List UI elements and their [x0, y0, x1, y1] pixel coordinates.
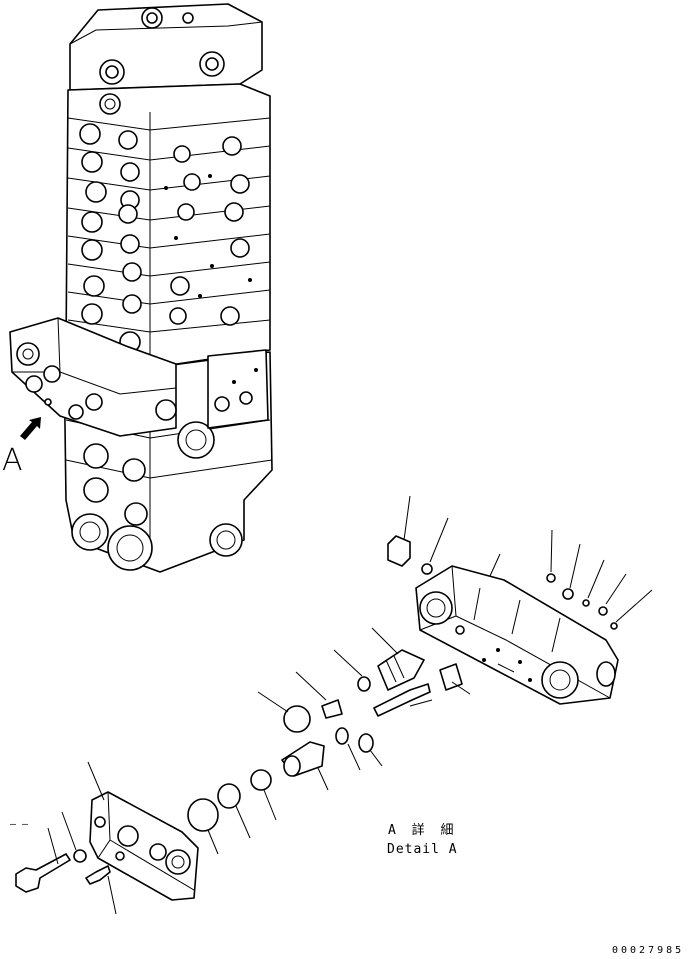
- callout-label-a: A: [2, 443, 23, 478]
- detail-a-exploded: [15, 495, 653, 915]
- control-valve-stack: [9, 3, 273, 573]
- leader-dash: – –: [10, 819, 29, 830]
- callout-arrow-icon: [20, 417, 41, 440]
- detail-title-jp: A 詳 細: [388, 823, 458, 838]
- detail-title-en: Detail A: [387, 842, 458, 857]
- drawing-number: 00027985: [612, 945, 685, 956]
